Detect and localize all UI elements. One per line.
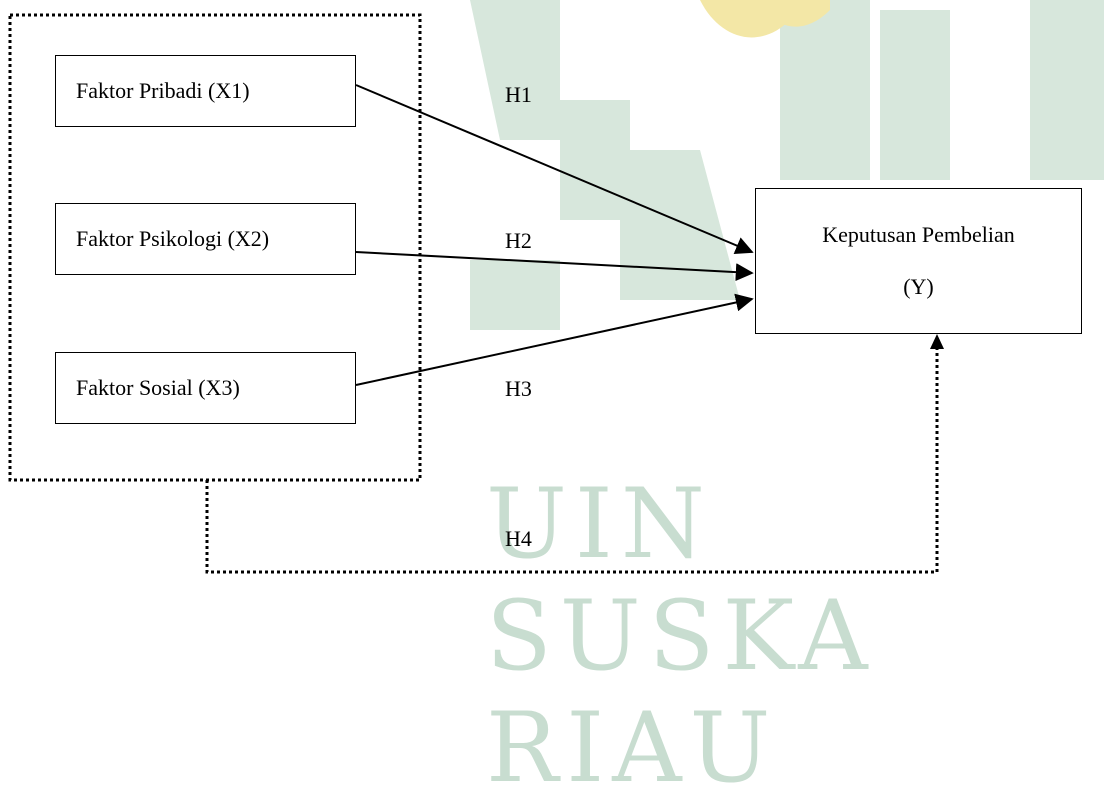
independent-group-box <box>8 13 422 482</box>
node-label-line1: Keputusan Pembelian <box>822 222 1015 247</box>
node-faktor-sosial: Faktor Sosial (X3) <box>55 352 356 424</box>
node-label-line2: (Y) <box>903 274 934 299</box>
hypothesis-label-h2: H2 <box>505 228 532 253</box>
arrow-h2 <box>355 251 754 282</box>
arrow-h1 <box>355 84 754 254</box>
hypothesis-label-h1: H1 <box>505 82 532 107</box>
watermark-logo <box>470 0 1104 330</box>
node-label: Faktor Sosial (X3) <box>76 375 240 400</box>
node-label: Faktor Pribadi (X1) <box>76 78 250 103</box>
arrow-h4 <box>205 347 939 574</box>
diagram-canvas: UIN SUSKA RIAU Faktor Pribadi (X1) Fakto… <box>8 0 1104 804</box>
hypothesis-label-h4: H4 <box>505 526 532 551</box>
node-faktor-psikologi: Faktor Psikologi (X2) <box>55 203 356 275</box>
arrow-h4-head <box>930 334 944 349</box>
node-faktor-pribadi: Faktor Pribadi (X1) <box>55 55 356 127</box>
node-keputusan-pembelian: Keputusan Pembelian (Y) <box>755 188 1082 334</box>
node-label: Faktor Psikologi (X2) <box>76 226 270 251</box>
arrow-h3 <box>355 293 754 386</box>
hypothesis-label-h3: H3 <box>505 376 532 401</box>
diagram-lines <box>8 13 944 574</box>
